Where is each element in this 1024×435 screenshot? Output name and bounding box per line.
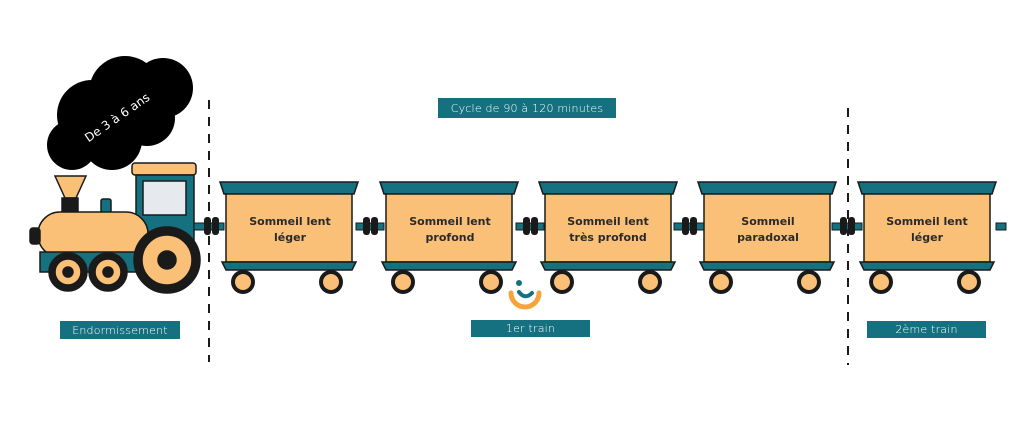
car-roof (218, 181, 360, 195)
car-body (385, 193, 513, 263)
car-body (863, 193, 991, 263)
car-wheel-hub (961, 274, 977, 290)
coupling-knobs (204, 217, 855, 235)
cab-roof (131, 162, 197, 176)
train-car-4 (696, 181, 838, 294)
car-roof (378, 181, 520, 195)
cars-layer (218, 181, 998, 294)
train-car-1 (218, 181, 360, 294)
train-car-3 (537, 181, 679, 294)
brand-logo-icon (508, 280, 542, 310)
car-label-2: Sommeil lent profond (409, 215, 491, 244)
boiler (37, 211, 149, 258)
car-base (539, 261, 677, 271)
car-label-1: Sommeil lent léger (249, 215, 331, 244)
cab-window (142, 180, 187, 216)
car-roof (537, 181, 679, 195)
car-wheel-hub (323, 274, 339, 290)
car-roof (696, 181, 838, 195)
smoke-cloud (47, 56, 193, 170)
train2-label: 2ème train (867, 321, 986, 338)
car-base (698, 261, 836, 271)
car-wheel-hub (713, 274, 729, 290)
car-wheel-hub (642, 274, 658, 290)
train1-label: 1er train (471, 320, 590, 337)
car-label-4: Sommeil paradoxal (737, 215, 799, 244)
car-wheel-hub (235, 274, 251, 290)
cycle-label: Cycle de 90 à 120 minutes (438, 98, 616, 118)
locomotive (29, 162, 201, 294)
car-wheel-hub (801, 274, 817, 290)
car-label-5: Sommeil lent léger (886, 215, 968, 244)
endormissement-label: Endormissement (60, 321, 180, 339)
car-base (858, 261, 996, 271)
car-body (225, 193, 353, 263)
car-body (703, 193, 831, 263)
car-wheel-hub (483, 274, 499, 290)
car-body (544, 193, 672, 263)
car-label-3: Sommeil lent très profond (567, 215, 649, 244)
train-car-5 (856, 181, 998, 294)
car-base (220, 261, 358, 271)
car-base (380, 261, 518, 271)
car-wheel-hub (873, 274, 889, 290)
car-wheel-hub (395, 274, 411, 290)
chimney (53, 175, 88, 199)
car-roof (856, 181, 998, 195)
car-wheel-hub (554, 274, 570, 290)
train-car-2 (378, 181, 520, 294)
